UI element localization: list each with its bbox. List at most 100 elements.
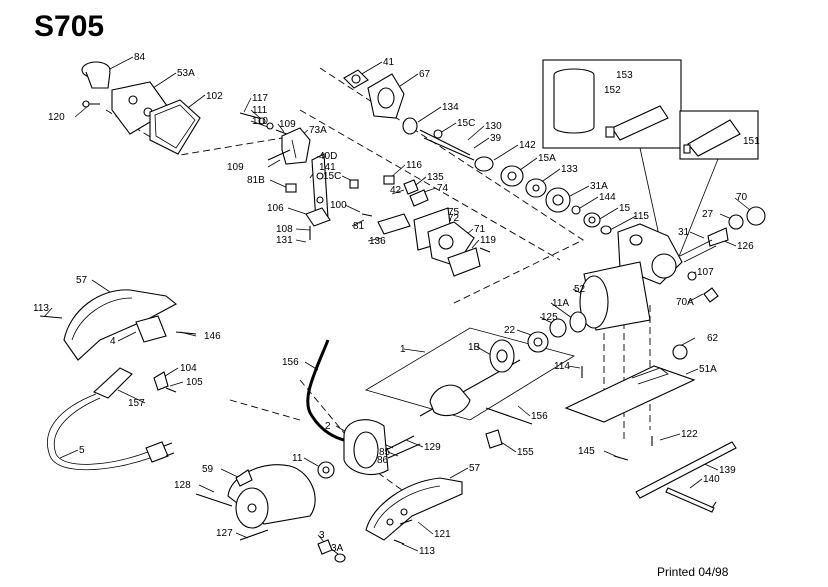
part-label: 126	[737, 241, 754, 252]
right-handle-group	[365, 429, 503, 545]
part-label: 113	[419, 546, 435, 557]
part-label: 1	[400, 344, 406, 355]
part-label: 128	[174, 480, 191, 491]
part-label: 114	[554, 361, 570, 372]
part-label: 27	[702, 209, 714, 220]
part-label: 62	[707, 333, 719, 344]
part-label: 73A	[309, 125, 327, 136]
lubricant-box-group	[542, 59, 759, 265]
part-label: 53A	[177, 68, 195, 79]
part-label: 145	[578, 446, 595, 457]
part-label: 107	[697, 267, 714, 278]
part-label: 116	[406, 160, 422, 171]
part-label: 151	[743, 136, 760, 147]
part-label: 102	[206, 91, 223, 102]
part-label: 70A	[676, 297, 694, 308]
part-label: 131	[276, 235, 293, 246]
part-label: 153	[616, 70, 633, 81]
part-label: 15A	[538, 153, 556, 164]
gear-train-group	[545, 187, 612, 235]
part-label: 84	[134, 52, 146, 63]
part-label: 105	[186, 377, 203, 388]
part-label: 117	[252, 93, 268, 104]
part-label: 3	[319, 530, 325, 541]
motor-cover-group	[81, 61, 201, 155]
part-label: 104	[180, 363, 197, 374]
part-label: 146	[204, 331, 221, 342]
part-label: 115	[633, 211, 649, 222]
gear-housing-group	[343, 69, 547, 198]
part-label: 15C	[457, 118, 475, 129]
part-label: 144	[599, 192, 616, 203]
part-label: 81	[353, 221, 365, 232]
part-label: 134	[442, 102, 459, 113]
motor-housing-group	[195, 419, 421, 563]
part-label: 108	[276, 224, 293, 235]
part-label: 75	[448, 207, 460, 218]
part-label: 11	[292, 453, 303, 464]
part-label: 85	[379, 447, 391, 458]
part-label: 3A	[331, 543, 344, 554]
part-label: 72	[448, 213, 460, 224]
part-label: 140	[703, 474, 720, 485]
part-label: 157	[128, 398, 145, 409]
part-label: 15C	[323, 171, 341, 182]
part-label: 41	[383, 57, 395, 68]
part-label: 120	[48, 112, 65, 123]
part-label: 111	[252, 105, 268, 116]
part-label: 31	[678, 227, 690, 238]
part-label: 2	[325, 421, 331, 432]
fence-wrench-group	[613, 436, 737, 513]
part-label: 74	[437, 183, 449, 194]
part-label: 1B	[468, 342, 481, 353]
part-label: 109	[227, 162, 244, 173]
part-label: 139	[719, 465, 736, 476]
part-label: 122	[681, 429, 698, 440]
part-label: 152	[604, 85, 621, 96]
part-label: 136	[369, 236, 386, 247]
model-title: S705	[34, 10, 105, 43]
part-label: 67	[419, 69, 431, 80]
part-label: 141	[319, 162, 336, 173]
lever-assembly-group	[305, 153, 491, 277]
part-label: 42	[390, 185, 402, 196]
part-label: 135	[427, 172, 444, 183]
part-label: 70	[736, 192, 748, 203]
gear-case-group	[579, 206, 766, 331]
part-label: 125	[541, 312, 558, 323]
part-label: 121	[434, 529, 451, 540]
part-label: 133	[561, 164, 578, 175]
print-date: Printed 04/98	[657, 565, 729, 579]
part-label: 15	[619, 203, 631, 214]
brush-holder-group	[239, 112, 311, 193]
part-label: 11A	[552, 298, 569, 309]
part-label: 4	[110, 336, 116, 347]
part-label: 129	[424, 442, 441, 453]
part-label: 156	[531, 411, 548, 422]
part-label: 40D	[319, 151, 337, 162]
part-label: 86	[377, 455, 389, 466]
part-label: 71	[474, 224, 486, 235]
part-label: 100	[330, 200, 347, 211]
part-label: 156	[282, 357, 299, 368]
armature-base-group	[365, 311, 696, 425]
part-label: 130	[485, 121, 502, 132]
part-label: 142	[519, 140, 536, 151]
part-labels: 84 53A 120 102 117 111 110 109 73A 41 67…	[33, 52, 760, 557]
part-label: 52	[574, 284, 586, 295]
part-label: 127	[216, 528, 233, 539]
part-label: 51A	[699, 364, 717, 375]
part-label: 5	[79, 445, 85, 456]
part-label: 81B	[247, 175, 265, 186]
field-wire-group	[306, 339, 345, 442]
part-label: 22	[504, 325, 516, 336]
part-label: 39	[490, 133, 502, 144]
part-label: 113	[33, 303, 49, 314]
handle-cord-group	[39, 289, 197, 471]
part-label: 110	[252, 116, 268, 127]
part-label: 106	[267, 203, 284, 214]
part-label: 155	[517, 447, 534, 458]
part-label: 109	[279, 119, 296, 130]
